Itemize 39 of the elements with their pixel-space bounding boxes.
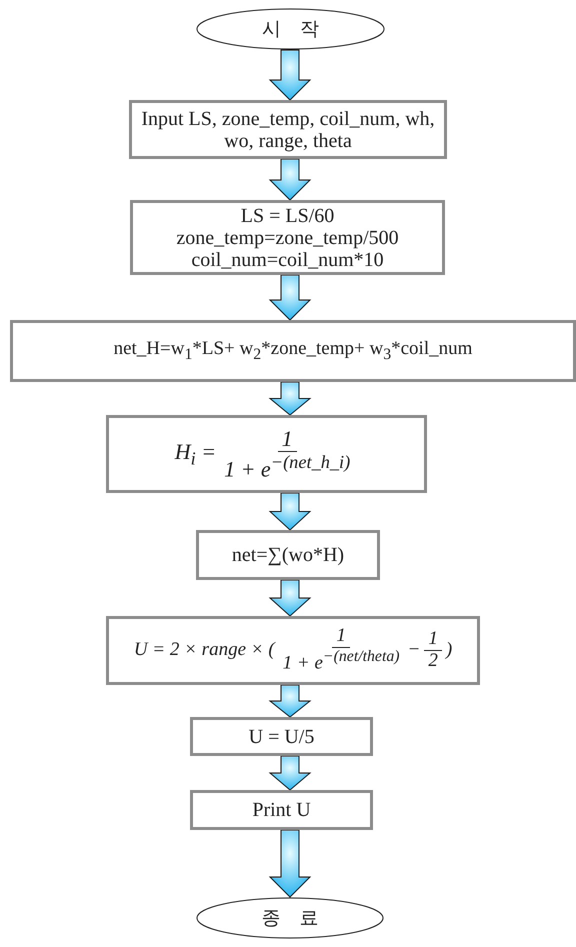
denominator: 1 + e$^{−(net_h_i)}$ xyxy=(223,452,352,482)
block-arrow xyxy=(268,50,312,101)
process-box xyxy=(190,717,373,756)
formula-box xyxy=(106,415,427,493)
process-text: coil_num=coil_num*10 xyxy=(191,248,384,270)
process-text: Input LS, zone_temp, coil_num, wh, wo, range, theta xyxy=(140,108,436,152)
formula-box xyxy=(106,616,480,685)
process-box xyxy=(196,530,380,580)
denominator: 2 xyxy=(427,650,439,672)
process-box xyxy=(129,100,447,159)
process-box xyxy=(190,790,373,830)
formula-lhs: U = 2 × range × ( xyxy=(134,640,275,661)
block-arrow xyxy=(268,756,312,791)
closing-parenthesis: ) xyxy=(446,640,452,661)
numerator: 1 xyxy=(278,426,297,452)
numerator: 1 xyxy=(332,626,350,648)
process-box xyxy=(130,200,445,275)
process-text: U = U/5 xyxy=(248,726,314,748)
process-text: LS = LS/60 xyxy=(240,204,334,226)
block-arrow xyxy=(268,830,312,898)
block-arrow xyxy=(268,492,312,531)
numerator: 1 xyxy=(424,629,442,651)
terminal-ellipse xyxy=(196,897,384,939)
minus-sign: − xyxy=(408,640,420,661)
formula-lhs: H$_{i}$ = xyxy=(174,440,216,468)
terminal-label: 종 료 xyxy=(262,908,318,928)
process-text: zone_temp=zone_temp/500 xyxy=(176,226,399,248)
block-arrow xyxy=(268,382,312,416)
denominator: 1 + e$^{−(net/theta)}$ xyxy=(282,648,401,675)
block-arrow xyxy=(268,684,312,718)
terminal-label: 시 작 xyxy=(262,18,319,40)
terminal-ellipse xyxy=(196,8,385,50)
block-arrow xyxy=(268,580,312,617)
block-arrow xyxy=(268,158,312,201)
process-text: Print U xyxy=(252,799,311,821)
process-box xyxy=(10,320,576,382)
process-text: net_H=w$_{1}$*LS+ w$_{2}$*zone_temp+ w$_{3}$*coil_num xyxy=(114,338,472,364)
block-arrow xyxy=(268,274,312,321)
process-text: net=∑(wo*H) xyxy=(232,544,344,566)
